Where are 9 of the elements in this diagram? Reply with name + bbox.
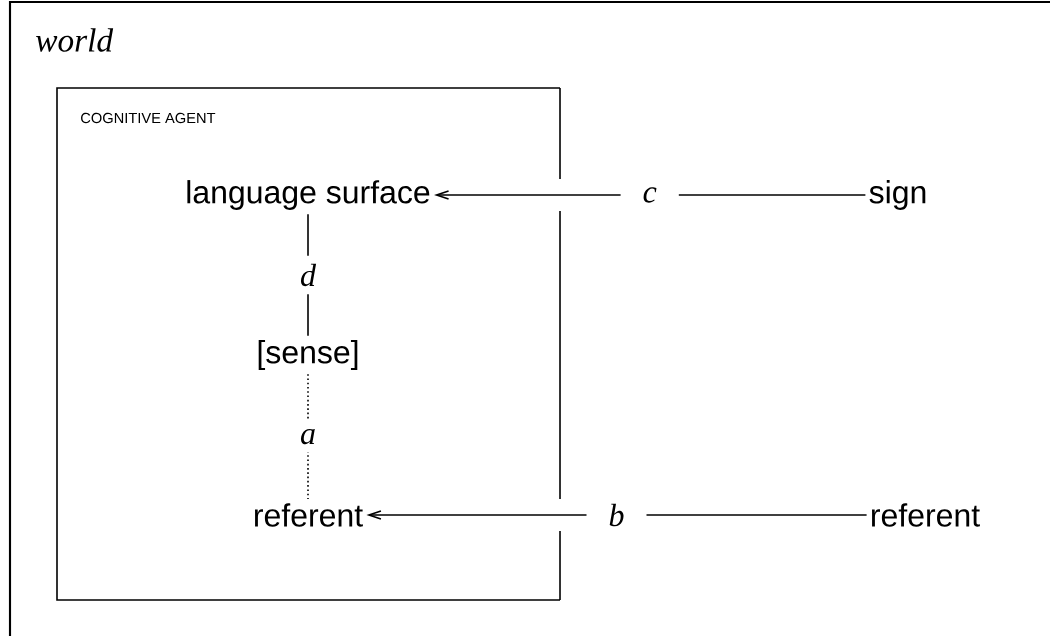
term-label: sign [869, 180, 926, 210]
edge-label: d [298, 255, 318, 295]
term-label: language surface [187, 180, 430, 210]
edge-label: a [298, 420, 318, 453]
term-label: referent [255, 503, 363, 527]
term-label: [sense] [258, 340, 358, 370]
term-label: referent [872, 503, 980, 527]
edge-label: b [586, 501, 647, 529]
edge-label: c [620, 185, 679, 205]
